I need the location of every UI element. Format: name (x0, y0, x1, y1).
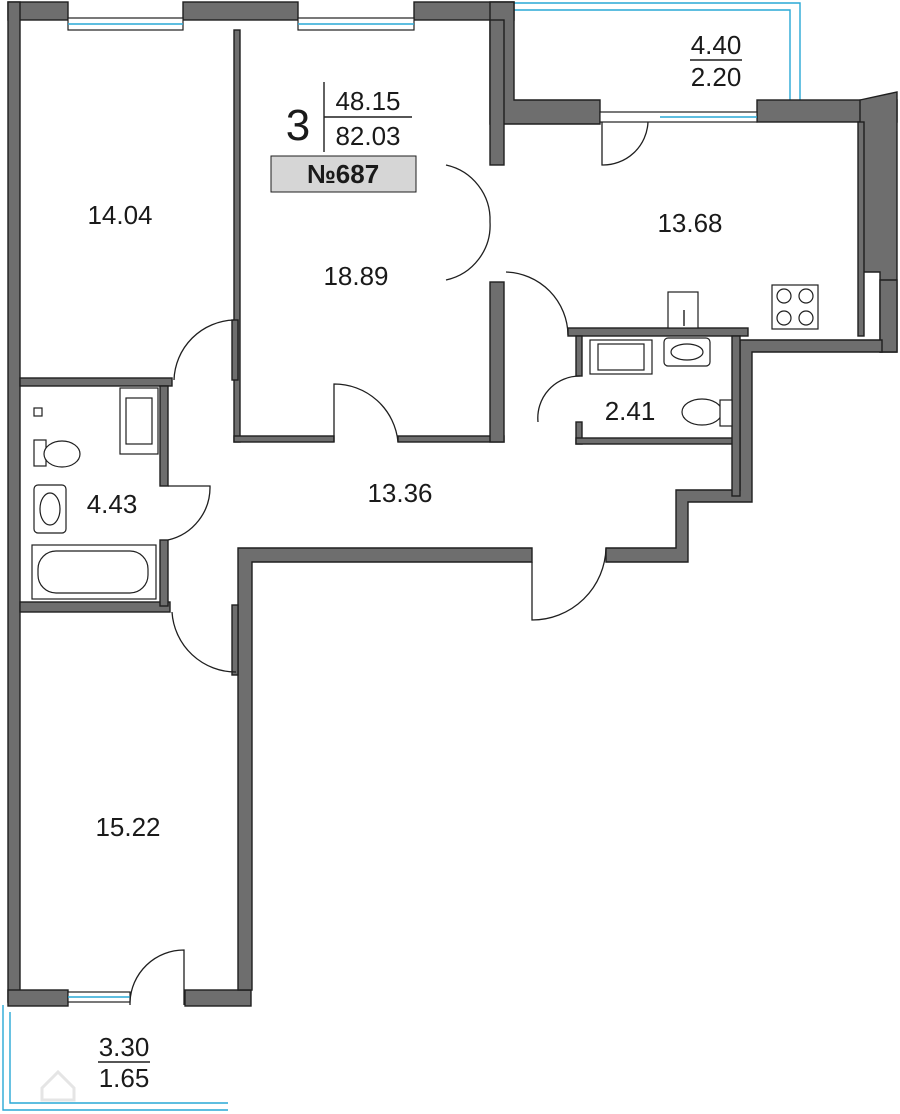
balcony-bottom (2, 1005, 228, 1111)
balcony-top-reduced: 2.20 (691, 62, 742, 92)
room-labels: 14.04 18.89 13.68 2.41 4.43 13.36 15.22 (87, 200, 723, 842)
room-area-kitchen: 13.68 (657, 208, 722, 238)
walls (7, 1, 898, 1007)
room-area-bedroom-top-left: 14.04 (87, 200, 152, 230)
balcony-bottom-reduced: 1.65 (99, 1063, 150, 1093)
watermark-logo (40, 1069, 76, 1102)
room-area-bedroom-bottom: 15.22 (95, 812, 160, 842)
rooms-count: 3 (286, 101, 310, 150)
apartment-info: 3 48.15 82.03 №687 (270, 82, 417, 193)
balcony-top (513, 2, 801, 100)
balcony-top-total: 4.40 (691, 30, 742, 60)
doors (129, 121, 649, 1005)
balcony-bottom-total: 3.30 (99, 1032, 150, 1062)
balcony-labels: 4.40 2.20 3.30 1.65 (98, 30, 742, 1093)
room-area-living-room: 18.89 (323, 261, 388, 291)
fixtures (31, 284, 819, 600)
living-area: 48.15 (335, 86, 400, 116)
total-area: 82.03 (335, 121, 400, 151)
apartment-number: №687 (307, 159, 379, 189)
windows (67, 17, 758, 1003)
number-badge (270, 155, 417, 193)
room-area-hallway: 13.36 (367, 478, 432, 508)
room-area-toilet: 2.41 (605, 396, 656, 426)
room-area-bathroom: 4.43 (87, 489, 138, 519)
